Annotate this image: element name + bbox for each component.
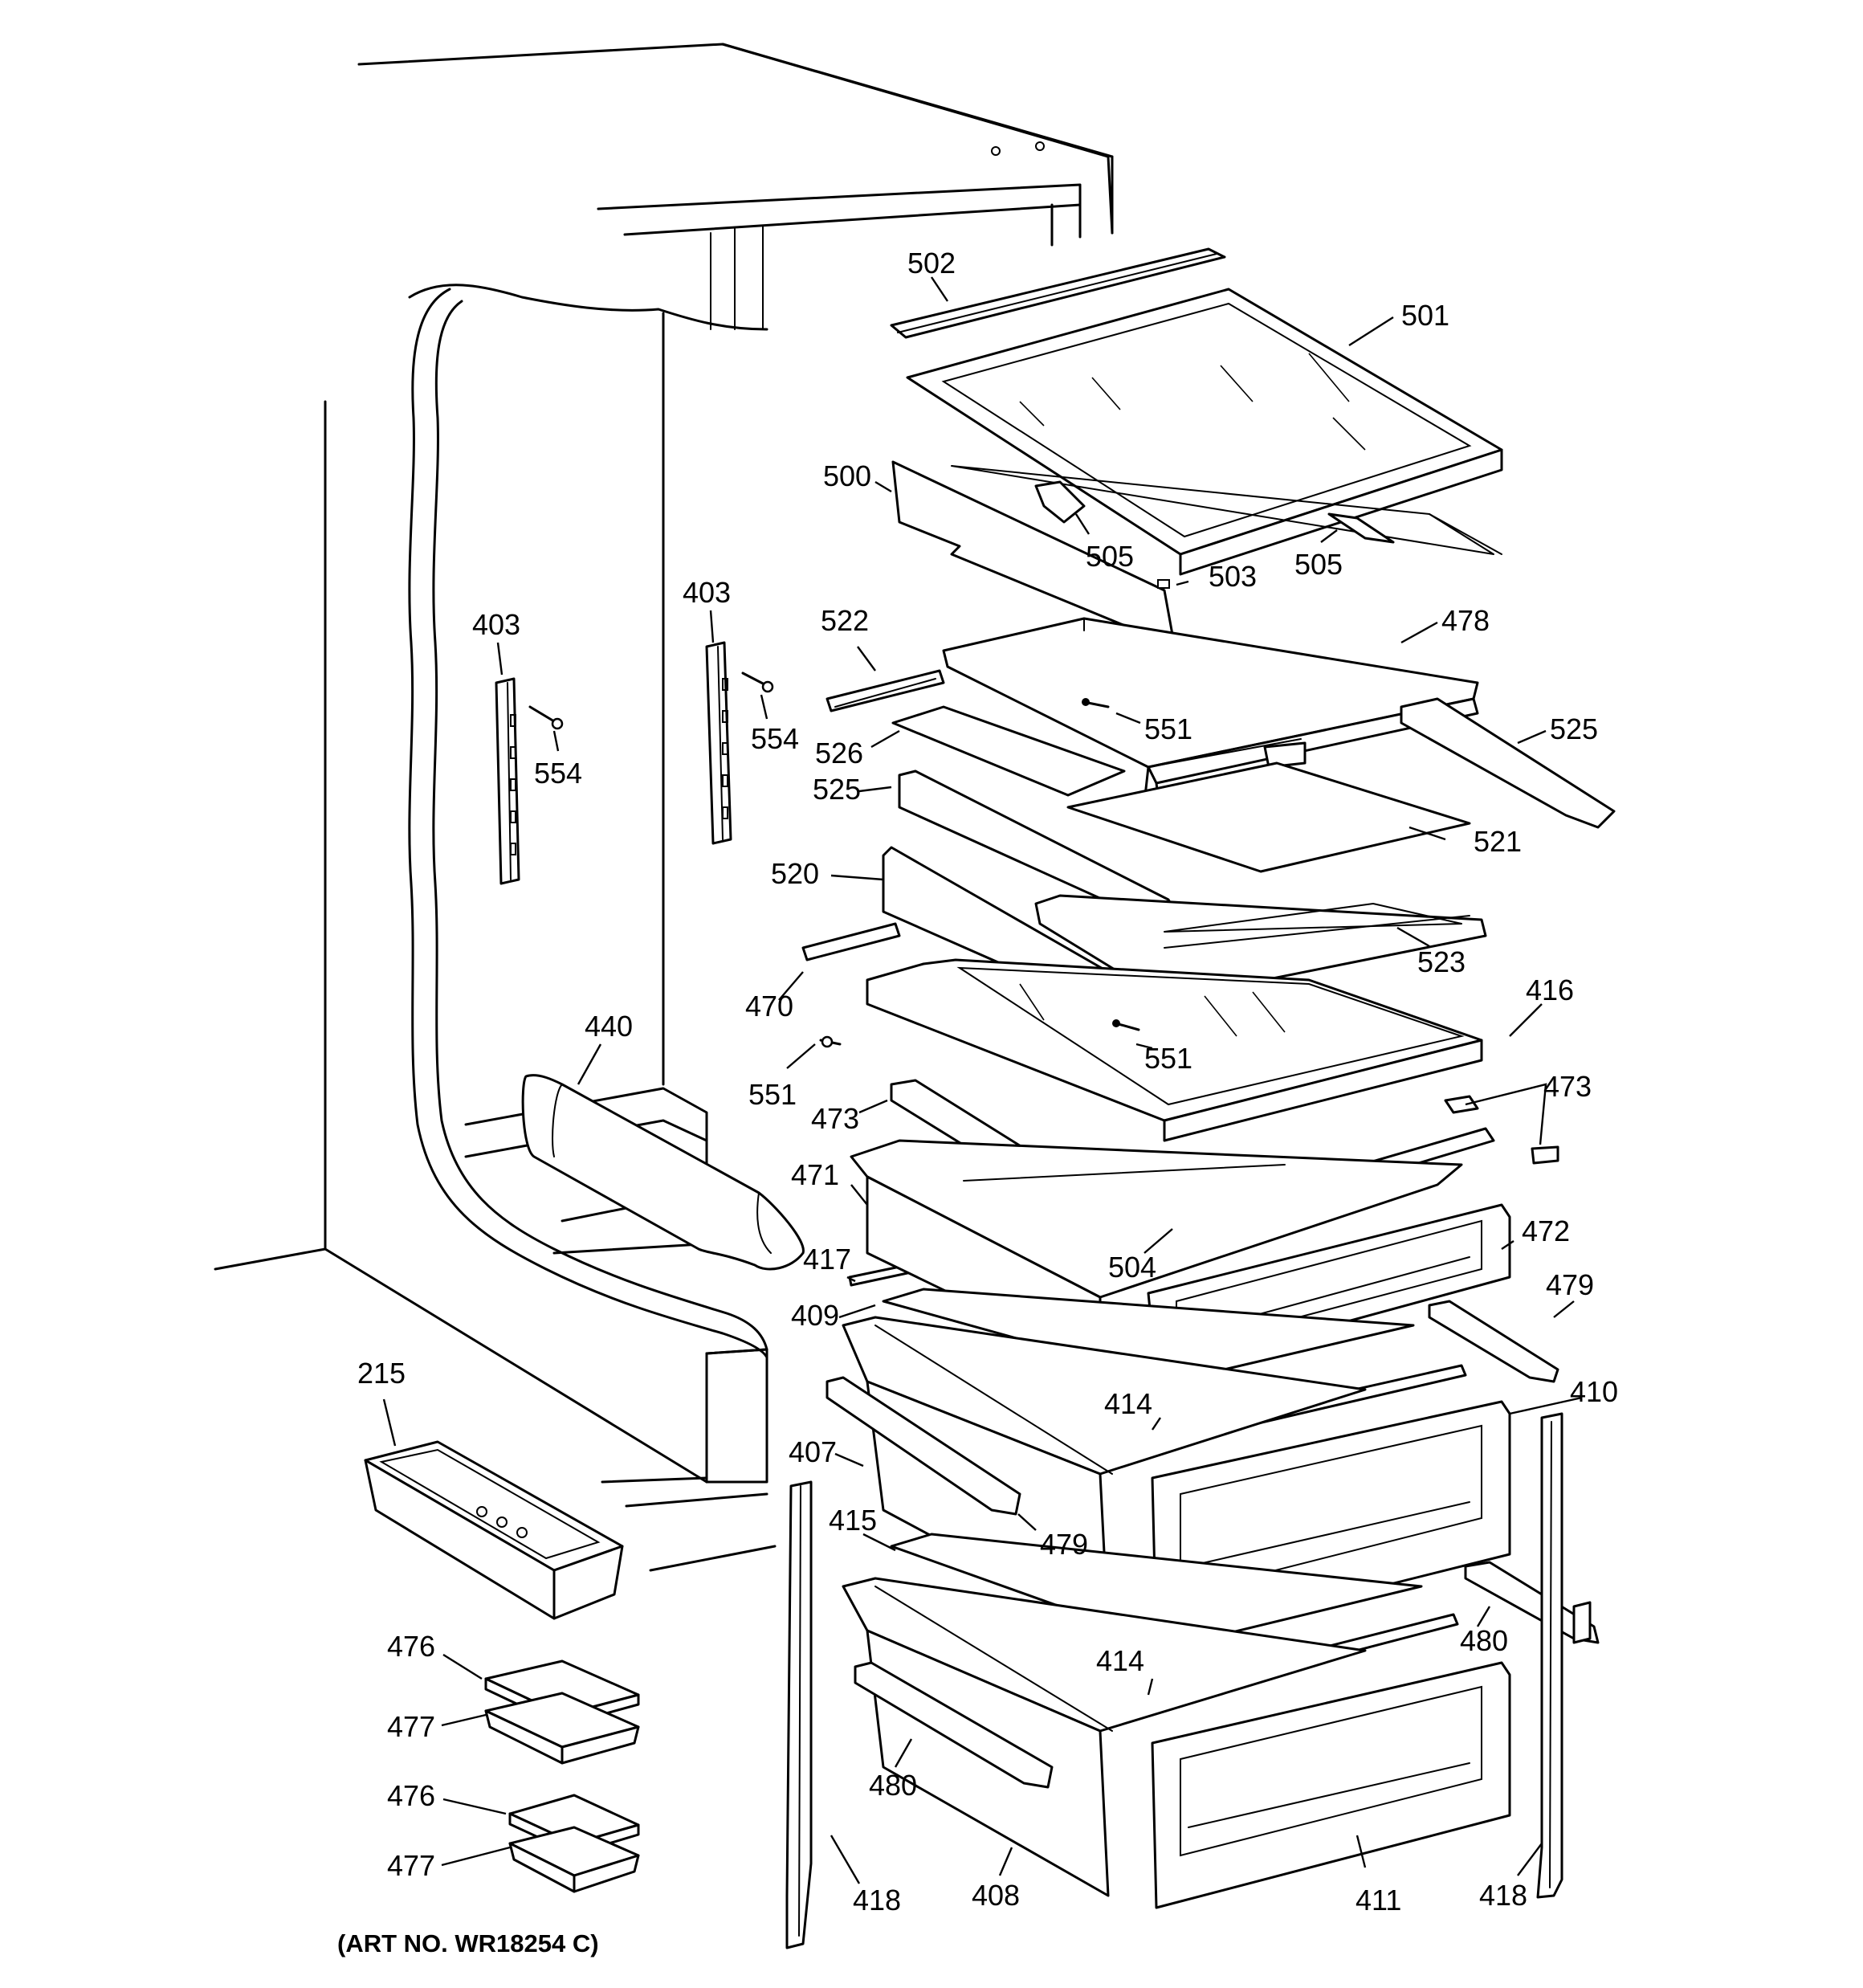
callout-403-left: 403 [472, 608, 520, 641]
rail-522 [826, 669, 945, 712]
callout-407: 407 [789, 1435, 837, 1468]
callout-440: 440 [585, 1010, 633, 1043]
callout-500: 500 [823, 459, 871, 492]
callout-551-c: 551 [748, 1078, 797, 1111]
callout-522: 522 [821, 604, 869, 637]
callout-473-left: 473 [811, 1102, 859, 1135]
slide-480-left [854, 1661, 1054, 1789]
callout-477-upper: 477 [387, 1710, 435, 1743]
shelf-standard-left [495, 677, 520, 885]
panel-521 [1066, 761, 1471, 873]
callout-505-right: 505 [1294, 548, 1343, 581]
clip-473-a [1444, 1095, 1479, 1114]
callout-551-a: 551 [1144, 712, 1192, 745]
shelf-bracket-500 [891, 460, 1502, 640]
callout-409: 409 [791, 1299, 839, 1332]
rail-470 [801, 922, 901, 961]
callout-471: 471 [791, 1158, 839, 1191]
callout-502: 502 [907, 247, 956, 280]
callout-520: 520 [771, 857, 819, 890]
callout-labels: 502 501 500 505 505 503 478 522 551 525 … [337, 247, 1618, 1957]
screw-551-a [1082, 698, 1110, 708]
callout-473-right: 473 [1543, 1070, 1592, 1103]
glass-shelf-416 [866, 958, 1483, 1142]
shelf-standard-right [705, 641, 732, 845]
callout-414-upper: 414 [1104, 1387, 1152, 1420]
clip-505-right [1327, 512, 1395, 544]
callout-414-lower: 414 [1096, 1644, 1144, 1677]
container-476-477-lower [508, 1794, 640, 1893]
callout-479-left: 479 [1040, 1528, 1088, 1561]
slide-525-right [1400, 697, 1616, 829]
screw-551-b [1112, 1019, 1140, 1031]
clip-473-b [1531, 1145, 1559, 1165]
side-rail-418-left [785, 1480, 813, 1949]
screw-554-left [528, 705, 564, 730]
callout-410: 410 [1570, 1375, 1618, 1408]
callout-418-right: 418 [1479, 1879, 1527, 1912]
callout-476-lower: 476 [387, 1779, 435, 1812]
callout-551-b: 551 [1144, 1042, 1192, 1075]
duct-cover-440 [521, 1074, 805, 1271]
side-rail-418-right [1536, 1412, 1592, 1899]
trim-502 [890, 247, 1226, 339]
callout-501: 501 [1401, 299, 1449, 332]
callout-403-right: 403 [683, 576, 731, 609]
callout-478: 478 [1441, 604, 1490, 637]
callout-505-left: 505 [1086, 540, 1134, 573]
callout-476-upper: 476 [387, 1630, 435, 1663]
callout-411: 411 [1355, 1884, 1401, 1917]
callout-480-left: 480 [869, 1769, 917, 1802]
callout-417: 417 [803, 1243, 851, 1276]
callout-525-right: 525 [1550, 712, 1598, 745]
callout-503: 503 [1209, 560, 1257, 593]
callout-479-right: 479 [1546, 1268, 1594, 1301]
callout-415: 415 [829, 1504, 877, 1537]
clip-505-left [1034, 480, 1086, 524]
panel-526 [891, 705, 1126, 797]
callout-480-right: 480 [1460, 1624, 1508, 1657]
screw-554-right [741, 672, 774, 693]
slide-480-right [1464, 1561, 1600, 1644]
callout-418-left: 418 [853, 1884, 901, 1917]
glass-shelf-501 [906, 288, 1503, 576]
callout-554-right: 554 [751, 722, 799, 755]
callout-416: 416 [1526, 974, 1574, 1006]
screw-503 [1157, 579, 1170, 589]
callout-521: 521 [1474, 825, 1522, 858]
deli-bin-215 [364, 1440, 624, 1620]
callout-472: 472 [1522, 1214, 1570, 1247]
container-476-477-upper [484, 1659, 640, 1765]
door-gasket [408, 288, 768, 1359]
callout-470: 470 [745, 990, 793, 1023]
art-number: (ART NO. WR18254 C) [337, 1929, 599, 1957]
callout-525-left: 525 [813, 773, 861, 806]
slide-479-a [1428, 1300, 1559, 1383]
leader-lines [382, 276, 1583, 1884]
callout-526: 526 [815, 737, 863, 769]
callout-408: 408 [972, 1879, 1020, 1912]
callout-504: 504 [1108, 1251, 1156, 1284]
callout-523: 523 [1417, 945, 1466, 978]
slide-479-b [826, 1376, 1021, 1516]
screw-551-c [819, 1035, 842, 1048]
callout-477-lower: 477 [387, 1849, 435, 1882]
crisper-front-411 [1151, 1661, 1511, 1909]
callout-554-left: 554 [534, 757, 582, 790]
callout-215: 215 [357, 1357, 406, 1390]
shelf-frame-478 [942, 617, 1479, 817]
